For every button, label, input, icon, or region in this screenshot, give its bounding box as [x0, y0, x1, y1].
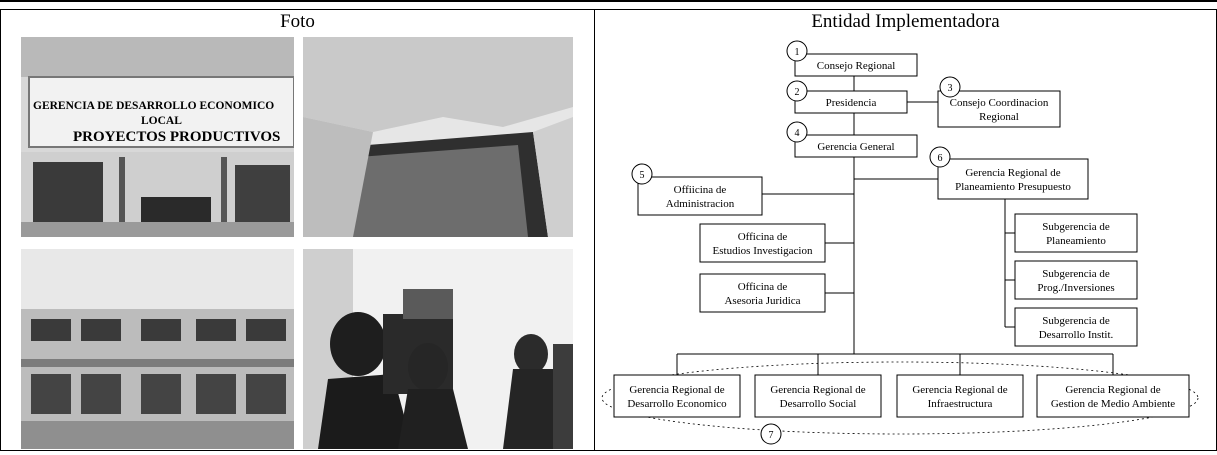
org-node-box — [794, 53, 918, 77]
photo-signboard: GERENCIA DE DESARROLLO ECONOMICO LOCAL P… — [21, 37, 294, 237]
org-node-label: Presidencia — [826, 97, 877, 109]
org-node-label: Regional — [979, 111, 1019, 123]
org-node-label: Subgerencia de — [1042, 315, 1110, 327]
org-node-number: 4 — [786, 121, 808, 143]
org-node-label: Desarrollo Economico — [627, 398, 727, 410]
org-node-box — [794, 90, 908, 114]
group-number: 7 — [760, 423, 782, 445]
org-node: Gerencia Regional de Planeamiento Presupu… — [937, 158, 1089, 200]
org-node-label: Officina de — [738, 281, 788, 293]
org-node: Officina de Asesoria Juridica — [699, 273, 826, 313]
org-node-label: Officina de — [738, 231, 788, 243]
org-node-label: Prog./Inversiones — [1037, 282, 1114, 294]
org-node-box — [613, 374, 741, 418]
number-circle — [786, 121, 808, 143]
org-node-number: 2 — [786, 80, 808, 102]
org-node: Consejo Regional — [794, 53, 918, 77]
org-node-label: Consejo Regional — [817, 60, 896, 72]
photo-building — [21, 249, 294, 449]
number-label: 7 — [769, 430, 774, 441]
org-node: Gerencia Regional de Desarrollo Economico — [613, 374, 741, 418]
sign-text-line3: PROYECTOS PRODUCTIVOS — [73, 129, 280, 145]
org-node-box — [1014, 307, 1138, 347]
org-node-label: Infraestructura — [928, 398, 993, 410]
number-label: 1 — [795, 47, 800, 58]
header-foto-label: Foto — [280, 11, 315, 32]
signboard-image: GERENCIA DE DESARROLLO ECONOMICO LOCAL P… — [21, 37, 294, 237]
org-node: Subgerencia de Prog./Inversiones — [1014, 260, 1138, 300]
org-node-box — [937, 90, 1061, 128]
org-node: Gerencia General — [794, 134, 918, 158]
org-node-label: Gerencia Regional de — [770, 384, 865, 396]
org-node-box — [1036, 374, 1190, 418]
photo-interior — [303, 249, 573, 449]
org-node-label: Offiicina de — [674, 184, 727, 196]
org-node-label: Desarrollo Instit. — [1039, 329, 1114, 341]
org-node: Presidencia — [794, 90, 908, 114]
org-node-box — [699, 273, 826, 313]
org-node-label: Planeamiento Presupuesto — [955, 181, 1071, 193]
org-node-label: Gerencia Regional de — [965, 167, 1060, 179]
header-foto: Foto — [0, 9, 595, 35]
interior-image — [303, 249, 573, 449]
sign-text-line2: LOCAL — [141, 115, 182, 127]
number-label: 5 — [640, 170, 645, 181]
photo-canal — [303, 37, 573, 237]
number-circle — [939, 76, 961, 98]
number-circle — [760, 423, 782, 445]
org-node-box — [699, 223, 826, 263]
canal-image — [303, 37, 573, 237]
photo-cell: GERENCIA DE DESARROLLO ECONOMICO LOCAL P… — [0, 34, 595, 451]
org-node-number: 6 — [929, 146, 951, 168]
org-node-label: Gerencia Regional de — [912, 384, 1007, 396]
number-label: 6 — [938, 153, 943, 164]
org-node-number: 3 — [939, 76, 961, 98]
org-node-box — [896, 374, 1024, 418]
number-label: 4 — [795, 128, 800, 139]
number-circle — [929, 146, 951, 168]
org-node-label: Estudios Investigacion — [713, 245, 813, 257]
header-entidad-label: Entidad Implementadora — [811, 11, 1000, 32]
org-node-label: Asesoria Juridica — [724, 295, 800, 307]
org-node-box — [1014, 260, 1138, 300]
org-node-label: Administracion — [666, 198, 735, 210]
number-label: 3 — [948, 83, 953, 94]
number-circle — [631, 163, 653, 185]
org-node-number: 5 — [631, 163, 653, 185]
org-node-box — [794, 134, 918, 158]
org-node-label: Gerencia General — [817, 141, 894, 153]
org-node-number: 1 — [786, 40, 808, 62]
org-node-label: Gerencia Regional de — [629, 384, 724, 396]
org-node-label: Gerencia Regional de — [1065, 384, 1160, 396]
org-node-box — [637, 176, 763, 216]
org-node-label: Desarrollo Social — [780, 398, 857, 410]
org-node: Subgerencia de Desarrollo Instit. — [1014, 307, 1138, 347]
org-node: Gerencia Regional de Gestion de Medio Amb… — [1036, 374, 1190, 418]
org-node-label: Planeamiento — [1046, 235, 1106, 247]
org-node-label: Gestion de Medio Ambiente — [1051, 398, 1175, 410]
org-node: Gerencia Regional de Desarrollo Social — [754, 374, 882, 418]
org-node: Gerencia Regional de Infraestructura — [896, 374, 1024, 418]
building-image — [21, 249, 294, 449]
org-node-box — [754, 374, 882, 418]
org-node-label: Consejo Coordinacion — [950, 97, 1049, 109]
header-entidad-implementadora: Entidad Implementadora — [594, 9, 1217, 35]
group-outline — [601, 361, 1199, 435]
org-node: Officina de Estudios Investigacion — [699, 223, 826, 263]
org-node-label: Subgerencia de — [1042, 221, 1110, 233]
org-node-label: Subgerencia de — [1042, 268, 1110, 280]
top-border-line — [0, 0, 1217, 2]
number-circle — [786, 40, 808, 62]
number-label: 2 — [795, 87, 800, 98]
org-node: Offiicina de Administracion — [637, 176, 763, 216]
org-node-box — [937, 158, 1089, 200]
number-circle — [786, 80, 808, 102]
org-node-box — [1014, 213, 1138, 253]
sign-text-line1: GERENCIA DE DESARROLLO ECONOMICO — [33, 100, 274, 112]
org-node: Subgerencia de Planeamiento — [1014, 213, 1138, 253]
